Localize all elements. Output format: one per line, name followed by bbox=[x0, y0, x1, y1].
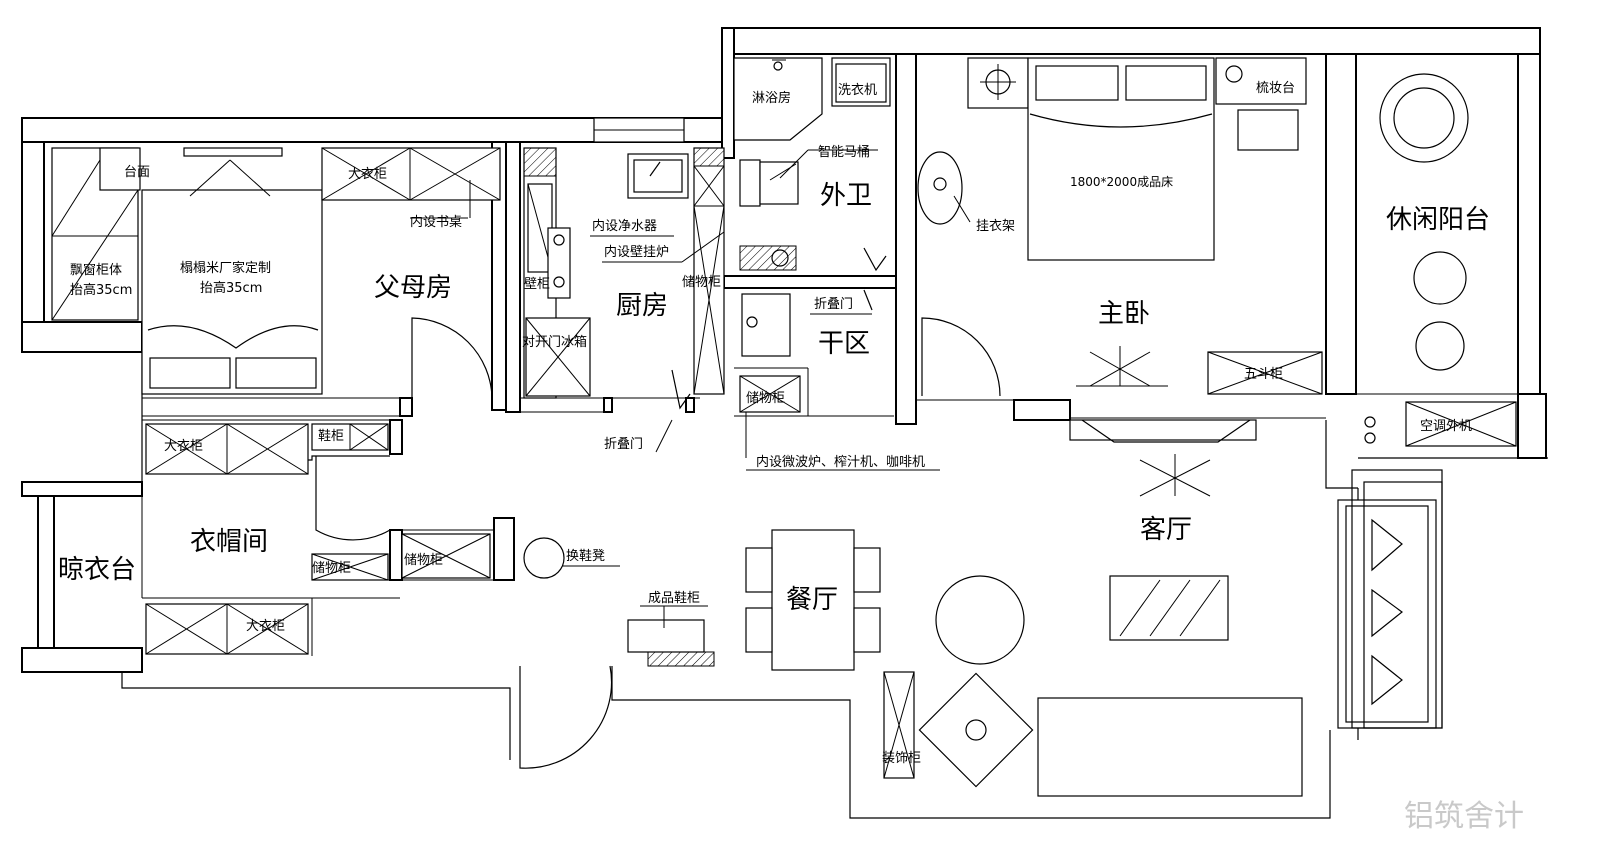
label-wardrobe-parents: 大衣柜 bbox=[348, 166, 387, 182]
watermark: 铝筑舍计 bbox=[1404, 799, 1524, 834]
label-storage-hall: 储物柜 bbox=[404, 553, 443, 568]
label-shower: 淋浴房 bbox=[752, 90, 791, 106]
leader-lines bbox=[410, 149, 971, 628]
label-fridge: 对开门冰箱 bbox=[522, 334, 587, 350]
label-chest: 五斗柜 bbox=[1244, 367, 1283, 382]
room-label-leisure-balcony: 休闲阳台 bbox=[1386, 205, 1490, 235]
room-label-bathroom: 外卫 bbox=[820, 181, 872, 211]
label-vanity: 梳妆台 bbox=[1256, 81, 1295, 96]
label-builtin-desk: 内设书桌 bbox=[410, 214, 462, 230]
room-label-kitchen: 厨房 bbox=[616, 291, 668, 321]
room-label-parents: 父母房 bbox=[374, 273, 452, 303]
label-tatami-2: 抬高35cm bbox=[200, 280, 262, 296]
label-dry-storage: 储物柜 bbox=[746, 391, 785, 406]
label-kitchen-storage: 储物柜 bbox=[682, 275, 721, 290]
label-water-purifier: 内设净水器 bbox=[592, 218, 657, 234]
cloakroom-furniture bbox=[145, 423, 491, 655]
label-shoe-cab: 鞋柜 bbox=[318, 428, 344, 444]
label-appliances-note: 内设微波炉、榨汁机、咖啡机 bbox=[756, 454, 925, 470]
label-folding-door-kitchen: 折叠门 bbox=[604, 437, 643, 452]
label-coat-rack: 挂衣架 bbox=[976, 218, 1015, 234]
label-bed: 1800*2000成品床 bbox=[1070, 175, 1173, 189]
label-bay-cabinet-1: 飘窗柜体 bbox=[70, 262, 122, 278]
label-tatami-1: 榻榻米厂家定制 bbox=[180, 260, 271, 276]
label-shoe-cabinet: 成品鞋柜 bbox=[648, 590, 700, 606]
label-bay-cabinet-2: 抬高35cm bbox=[70, 282, 132, 298]
parents-room-furniture bbox=[51, 147, 501, 399]
label-wall-boiler: 内设壁挂炉 bbox=[604, 244, 669, 260]
label-folding-door-bath: 折叠门 bbox=[814, 297, 853, 312]
label-wall-cabinet: 壁柜 bbox=[524, 277, 550, 292]
room-label-master: 主卧 bbox=[1098, 299, 1150, 329]
label-washer: 洗衣机 bbox=[838, 82, 877, 98]
windows bbox=[183, 117, 1257, 441]
label-wardrobe-top: 大衣柜 bbox=[164, 438, 203, 454]
label-countertop: 台面 bbox=[124, 165, 150, 180]
bathroom-fixtures bbox=[733, 57, 891, 458]
balcony-furniture bbox=[1337, 54, 1517, 729]
label-deco-cabinet: 装饰柜 bbox=[882, 751, 921, 766]
living-dining-furniture bbox=[519, 419, 1303, 797]
exterior-walls bbox=[21, 27, 1548, 819]
interior-walls bbox=[44, 27, 1518, 656]
master-bedroom-furniture bbox=[917, 57, 1323, 397]
room-label-cloakroom: 衣帽间 bbox=[190, 527, 268, 557]
annotations: 台面 飘窗柜体 抬高35cm 榻榻米厂家定制 抬高35cm 大衣柜 内设书桌 大… bbox=[70, 81, 1472, 766]
room-label-living: 客厅 bbox=[1140, 515, 1192, 545]
label-shoe-bench: 换鞋凳 bbox=[566, 548, 605, 564]
room-label-dining: 餐厅 bbox=[786, 585, 838, 615]
label-storage-cloak: 储物柜 bbox=[312, 561, 351, 576]
label-smart-toilet: 智能马桶 bbox=[818, 145, 870, 160]
room-label-drying-balcony: 晾衣台 bbox=[58, 555, 136, 585]
label-wardrobe-bottom: 大衣柜 bbox=[246, 618, 285, 634]
room-label-dry-area: 干区 bbox=[818, 329, 870, 359]
label-ac-unit: 空调外机 bbox=[1420, 419, 1472, 434]
kitchen-furniture bbox=[523, 147, 725, 410]
